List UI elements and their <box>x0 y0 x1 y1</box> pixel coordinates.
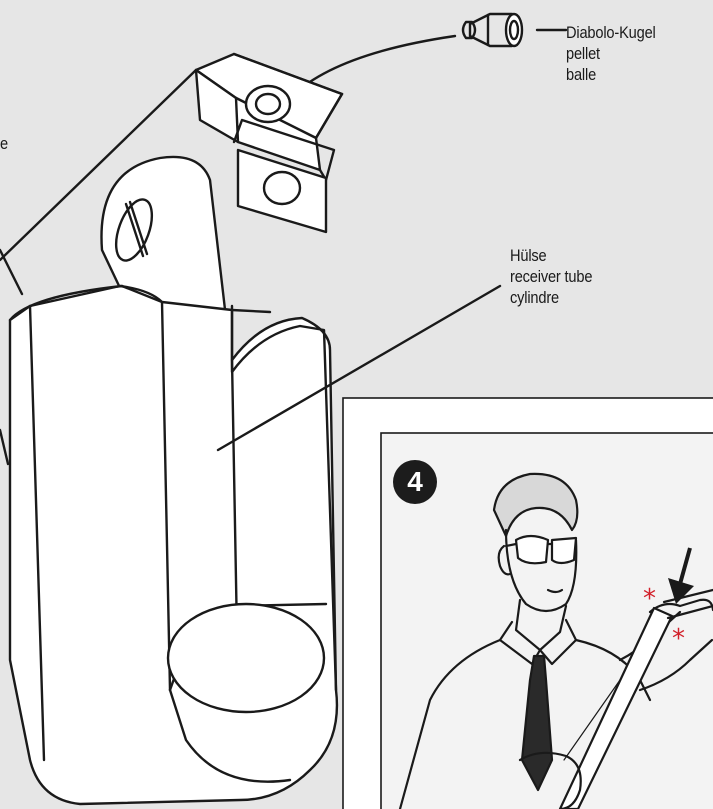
receiver-tube-label: Hülse receiver tube cylindre <box>510 245 592 308</box>
marker-asterisk: * <box>672 626 685 652</box>
pellet-label-de: Diabolo-Kugel <box>566 22 656 43</box>
cropped-label-fragment: e <box>0 133 8 154</box>
receiver-tube <box>10 286 337 804</box>
step-number-badge: 4 <box>393 460 437 504</box>
pellet-label: Diabolo-Kugel pellet balle <box>566 22 656 85</box>
breech-block <box>196 54 342 232</box>
barrel-tick <box>0 250 22 294</box>
receiver-tube-label-en: receiver tube <box>510 266 592 287</box>
barrel-lower-tick <box>0 430 8 464</box>
pellet-label-en: pellet <box>566 43 656 64</box>
pellet-label-fr: balle <box>566 64 656 85</box>
receiver-tube-label-fr: cylindre <box>510 287 592 308</box>
receiver-tube-label-de: Hülse <box>510 245 592 266</box>
pellet-icon <box>463 14 522 46</box>
marker-asterisk: * <box>643 586 656 612</box>
